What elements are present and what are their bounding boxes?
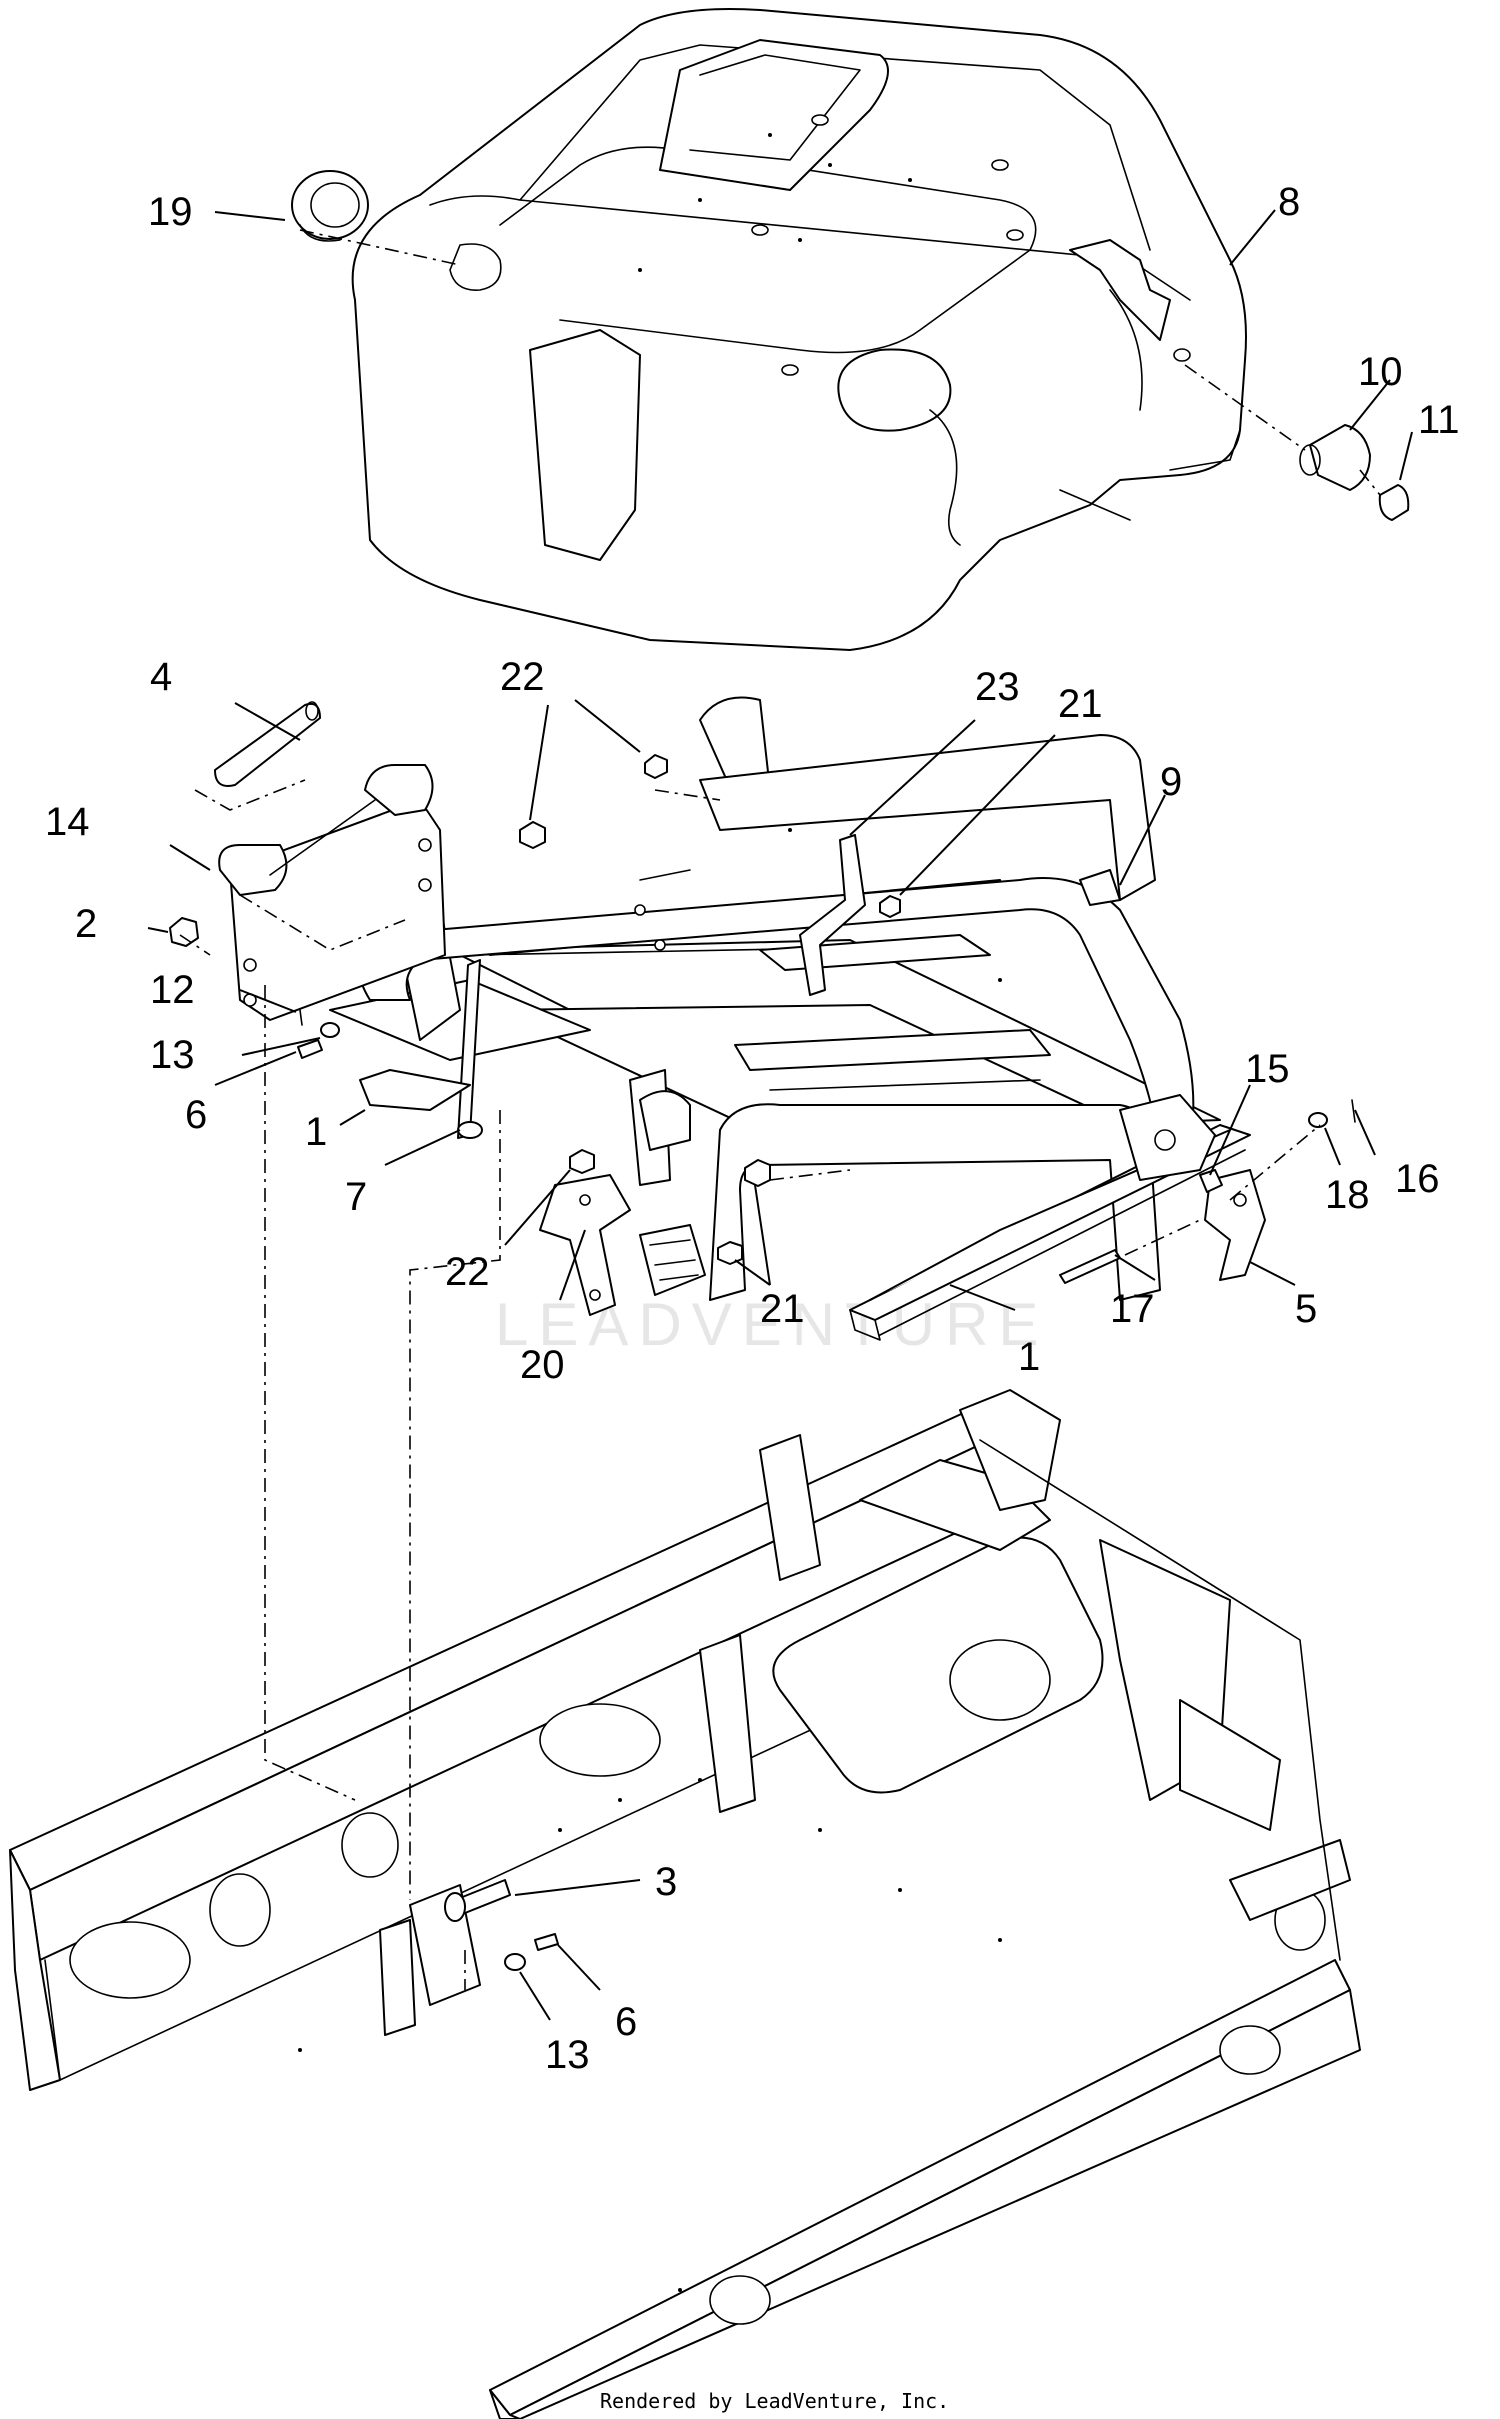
seat-pan-cover [351, 8, 1247, 651]
render-credit: Rendered by LeadVenture, Inc. [600, 2389, 949, 2413]
chassis [9, 1389, 1361, 2419]
link-rod [359, 959, 483, 1139]
callout-19: 19 [148, 190, 193, 234]
lower-hardware [444, 1879, 559, 1971]
leader-lines [147, 209, 1413, 2021]
callout-1-right: 1 [1018, 1335, 1040, 1379]
callout-labels: 19 8 10 11 4 22 23 21 9 14 2 12 13 6 1 7… [45, 180, 1460, 2077]
callout-23: 23 [975, 665, 1020, 709]
callout-20: 20 [520, 1343, 565, 1387]
callout-5: 5 [1295, 1287, 1317, 1331]
callout-11: 11 [1418, 398, 1460, 442]
callout-17: 17 [1110, 1287, 1155, 1331]
nut [169, 917, 199, 947]
callout-15: 15 [1245, 1047, 1290, 1091]
callout-13-upper: 13 [150, 1033, 195, 1077]
callout-16: 16 [1395, 1157, 1440, 1201]
callout-1-left: 1 [305, 1110, 327, 1154]
nuts-mid [519, 754, 901, 1265]
callout-7: 7 [345, 1175, 367, 1219]
knob-assembly [1299, 424, 1410, 521]
callout-4: 4 [150, 655, 172, 699]
grommet-ring [291, 170, 369, 242]
callout-14: 14 [45, 800, 90, 844]
callout-13-lower: 13 [545, 2033, 590, 2077]
callout-22-upper: 22 [500, 655, 545, 699]
latch-assembly [1059, 1094, 1356, 1284]
bracket [799, 834, 866, 996]
callout-12: 12 [150, 968, 195, 1012]
callout-21-lower: 21 [760, 1287, 805, 1331]
callout-9: 9 [1160, 760, 1182, 804]
callout-2: 2 [75, 902, 97, 946]
assembly-lines [179, 229, 1381, 1990]
callout-6-upper: 6 [185, 1093, 207, 1137]
seat-frame [329, 696, 1251, 1341]
callout-10: 10 [1358, 350, 1403, 394]
callout-6-lower: 6 [615, 2000, 637, 2044]
callout-3: 3 [655, 1860, 677, 1904]
callout-22-lower: 22 [445, 1250, 490, 1294]
callout-21-upper: 21 [1058, 682, 1103, 726]
hinge-plate [214, 701, 446, 1021]
callout-18: 18 [1325, 1173, 1370, 1217]
small-hardware-upper [297, 1009, 340, 1059]
switch-bracket [539, 1069, 706, 1316]
callout-8: 8 [1278, 180, 1300, 224]
